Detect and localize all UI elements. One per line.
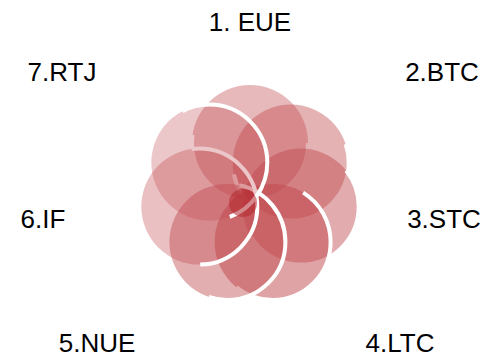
petal-circle (151, 105, 267, 221)
center-dot (229, 189, 257, 217)
step-label: 3.STC (407, 205, 481, 234)
step-label: 2.BTC (405, 58, 479, 87)
step-label: 5.NUE (59, 329, 136, 358)
step-label: 6.IF (21, 205, 66, 234)
petal-group (141, 85, 358, 300)
step-label: 7.RTJ (28, 58, 97, 87)
step-label: 1. EUE (209, 8, 291, 37)
step-label: 4.LTC (366, 329, 435, 358)
